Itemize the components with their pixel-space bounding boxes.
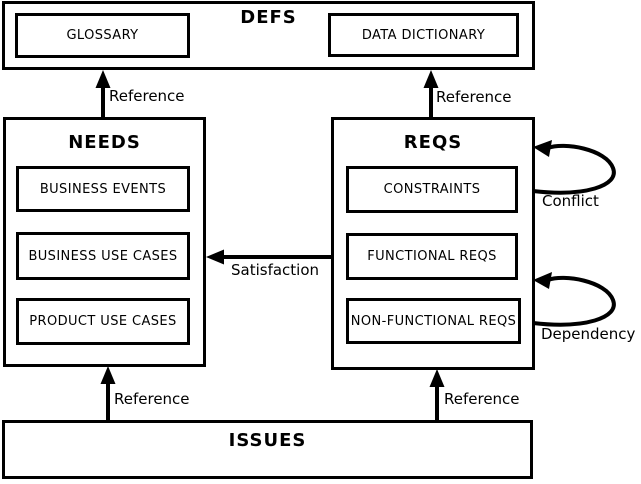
glossary-label: GLOSSARY [66,28,139,43]
reference-arrow-issues-to-reqs [429,369,445,421]
product-use-cases-label: PRODUCT USE CASES [29,314,177,329]
reference-label-issues-to-reqs: Reference [444,390,520,408]
issues-container-box: ISSUES [2,420,533,479]
defs-title: DEFS [240,7,297,28]
business-use-cases-label: BUSINESS USE CASES [28,248,178,264]
business-events-label: BUSINESS EVENTS [39,181,167,197]
defs-container-box: DEFS GLOSSARY DATA DICTIONARY [2,1,535,70]
dependency-label: Dependency [541,325,636,343]
conflict-self-loop [532,140,616,195]
product-use-cases-box: PRODUCT USE CASES [16,298,190,345]
conflict-label: Conflict [542,192,599,210]
reference-label-issues-to-needs: Reference [114,390,190,408]
business-events-box: BUSINESS EVENTS [16,166,190,212]
business-use-cases-box: BUSINESS USE CASES [16,232,190,280]
needs-title: NEEDS [68,132,141,153]
issues-title: ISSUES [228,430,307,451]
constraints-label: CONSTRAINTS [383,182,481,197]
needs-container-box: NEEDS BUSINESS EVENTS BUSINESS USE CASES… [3,117,206,367]
reqs-title: REQS [403,132,463,153]
functional-reqs-label: FUNCTIONAL REQS [367,249,497,264]
data-dictionary-box: DATA DICTIONARY [328,13,519,57]
reqs-container-box: REQS CONSTRAINTS FUNCTIONAL REQS NON-FUN… [331,117,535,370]
non-functional-reqs-label: NON-FUNCTIONAL REQS [350,313,517,329]
glossary-box: GLOSSARY [15,13,190,58]
constraints-box: CONSTRAINTS [346,166,518,213]
dependency-self-loop [532,272,616,327]
reference-label-reqs-to-defs: Reference [436,88,512,106]
functional-reqs-box: FUNCTIONAL REQS [346,233,518,280]
reference-label-needs-to-defs: Reference [109,87,185,105]
non-functional-reqs-box: NON-FUNCTIONAL REQS [346,298,521,344]
satisfaction-label: Satisfaction [231,261,320,279]
data-dictionary-label: DATA DICTIONARY [361,27,486,43]
